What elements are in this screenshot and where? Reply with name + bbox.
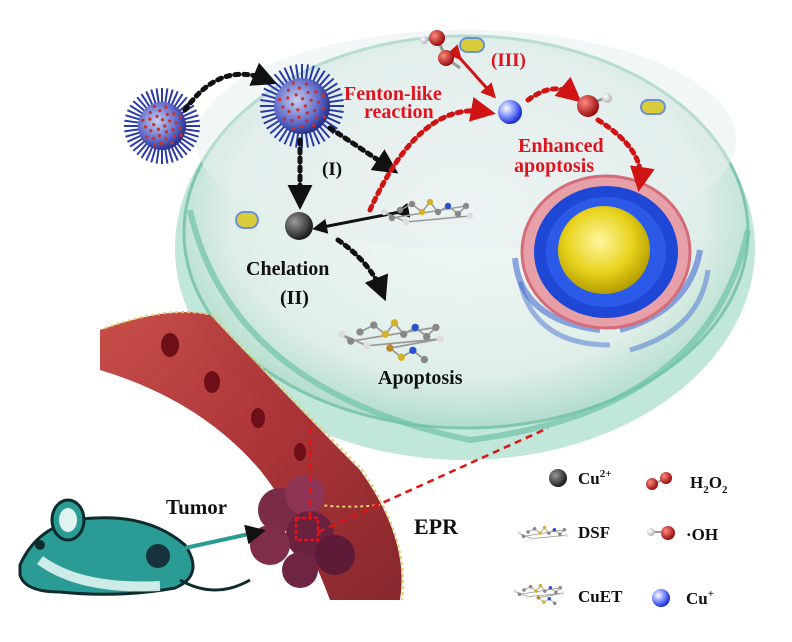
label-epr: EPR bbox=[414, 514, 459, 539]
vesicle-right bbox=[640, 99, 666, 115]
arrow-fenton bbox=[446, 44, 497, 99]
label-enhanced-2: apoptosis bbox=[514, 155, 594, 177]
arrow-np-to-dsf bbox=[327, 125, 399, 174]
label-enhanced-1: Enhanced bbox=[518, 135, 604, 157]
vesicle-top bbox=[459, 37, 485, 53]
nanoparticle-outside bbox=[124, 88, 200, 164]
legend-h2o2-label: H2O2 bbox=[690, 473, 728, 496]
dsf-molecule bbox=[380, 198, 474, 226]
legend-oh-icon bbox=[647, 526, 675, 540]
label-apoptosis: Apoptosis bbox=[378, 367, 463, 389]
arrow-np-entry bbox=[182, 62, 278, 113]
legend-cuet-icon bbox=[513, 583, 565, 605]
cu2-ion bbox=[285, 212, 313, 240]
label-step1: (I) bbox=[322, 159, 342, 180]
legend-dsf-label: DSF bbox=[578, 523, 610, 542]
mouse bbox=[18, 498, 266, 596]
legend-h2o2-icon bbox=[646, 472, 672, 490]
vesicle-left bbox=[235, 211, 259, 229]
legend-cu2-icon bbox=[549, 469, 567, 487]
cu1-ion bbox=[498, 100, 522, 124]
legend-oh-label: ·OH bbox=[686, 525, 718, 544]
arrow-to-cu1 bbox=[367, 97, 496, 213]
legend-cu2-label: Cu2+ bbox=[578, 468, 612, 488]
black-arrows bbox=[182, 62, 399, 302]
legend-cu1-icon bbox=[652, 589, 670, 607]
nucleus bbox=[512, 174, 711, 353]
red-arrows bbox=[367, 76, 655, 213]
legend-icons bbox=[513, 469, 675, 607]
arrow-oh-to-nucleus bbox=[595, 117, 655, 192]
label-chelation: Chelation bbox=[246, 258, 329, 280]
zoom-lines bbox=[308, 420, 549, 534]
legend-cuet-label: CuET bbox=[578, 587, 623, 606]
hydroxyl-radical bbox=[577, 93, 612, 117]
label-step3: (III) bbox=[491, 50, 526, 71]
arrow-cu1-to-oh bbox=[525, 76, 582, 103]
label-fenton-2: reaction bbox=[364, 101, 434, 123]
arrow-to-cuet bbox=[335, 237, 389, 302]
label-step2: (II) bbox=[280, 287, 309, 309]
nanoparticle-inside bbox=[260, 64, 344, 148]
label-tumor: Tumor bbox=[166, 495, 227, 519]
legend-dsf-icon bbox=[517, 525, 569, 541]
tumor-mass bbox=[250, 475, 355, 588]
h2o2-molecule bbox=[420, 30, 461, 70]
label-fenton-1: Fenton-like bbox=[344, 83, 442, 105]
cuet-molecule bbox=[337, 319, 445, 364]
legend-cu1-label: Cu+ bbox=[686, 588, 714, 608]
